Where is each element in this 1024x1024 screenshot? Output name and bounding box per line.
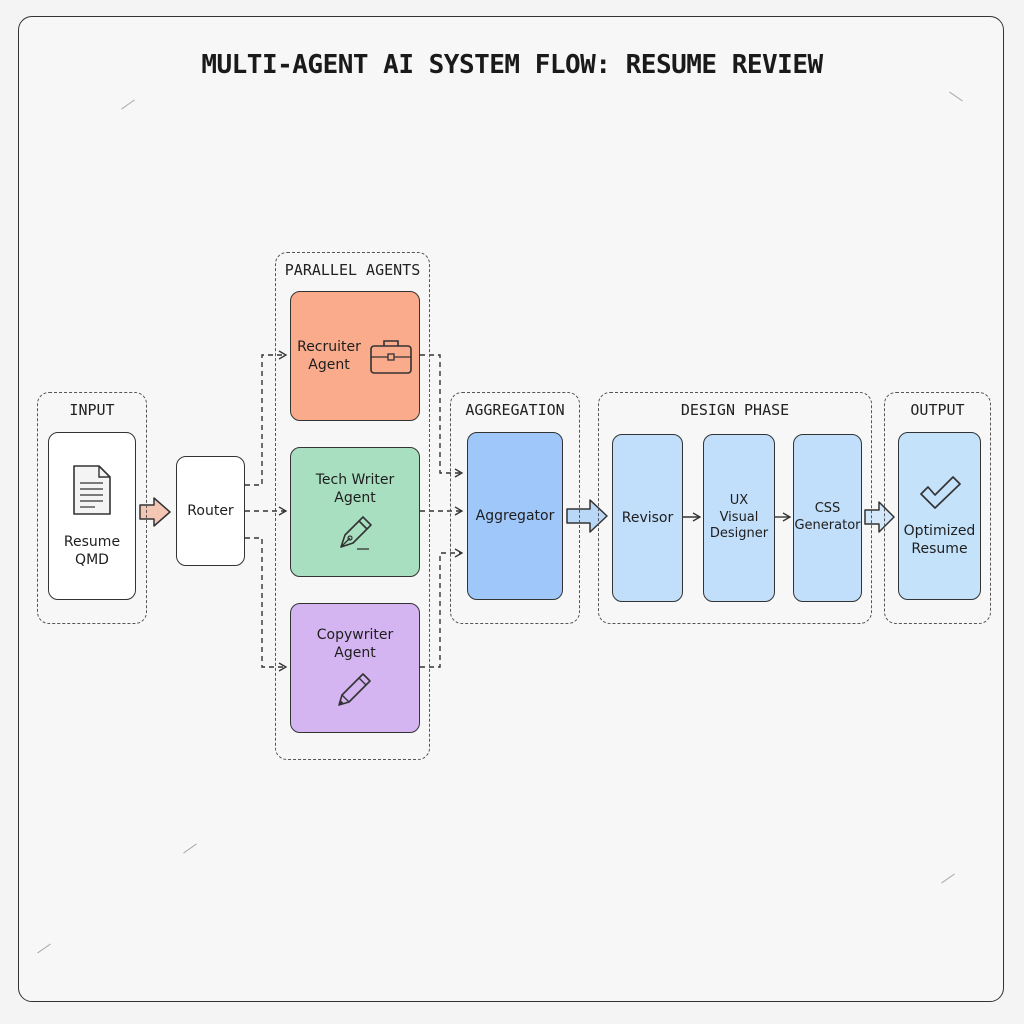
group-output: OUTPUT bbox=[884, 392, 991, 624]
node-resume-label: Resume QMD bbox=[63, 533, 121, 568]
group-aggregation: AGGREGATION bbox=[450, 392, 580, 624]
group-parallel-agents: PARALLEL AGENTS bbox=[275, 252, 430, 760]
connector-recruiter-aggregator bbox=[420, 354, 464, 478]
node-recruiter-label: Recruiter Agent bbox=[297, 338, 361, 373]
node-tech-writer-label: Tech Writer Agent bbox=[315, 471, 395, 506]
group-parallel-label: PARALLEL AGENTS bbox=[284, 261, 421, 279]
block-arrow-design-output bbox=[864, 501, 895, 533]
node-css-generator: CSS Generator bbox=[793, 434, 862, 602]
group-design-label: DESIGN PHASE bbox=[680, 401, 790, 419]
block-arrow-input-router bbox=[139, 497, 171, 527]
node-revisor: Revisor bbox=[612, 434, 683, 602]
checkmark-icon bbox=[918, 474, 962, 512]
diagram-title: MULTI-AGENT AI SYSTEM FLOW: RESUME REVIE… bbox=[201, 50, 823, 80]
node-tech-writer-agent: Tech Writer Agent bbox=[290, 447, 420, 577]
node-resume-qmd: Resume QMD bbox=[48, 432, 136, 600]
node-ux-label: UX Visual Designer bbox=[709, 492, 769, 542]
node-optimized-label: Optimized Resume bbox=[903, 522, 976, 557]
node-router: Router bbox=[176, 456, 245, 566]
node-aggregator: Aggregator bbox=[467, 432, 563, 600]
document-icon bbox=[71, 463, 113, 517]
briefcase-icon bbox=[369, 337, 413, 375]
node-copywriter-label: Copywriter Agent bbox=[316, 626, 394, 661]
group-output-label: OUTPUT bbox=[910, 401, 965, 419]
node-router-label: Router bbox=[187, 502, 234, 519]
node-optimized-resume: Optimized Resume bbox=[898, 432, 981, 600]
pencil-icon bbox=[334, 668, 376, 710]
connector-copywriter-aggregator bbox=[420, 548, 464, 668]
group-input: INPUT bbox=[37, 392, 147, 624]
node-aggregator-label: Aggregator bbox=[475, 507, 555, 524]
group-design-phase: DESIGN PHASE bbox=[598, 392, 872, 624]
node-recruiter-agent: Recruiter Agent bbox=[290, 291, 420, 421]
node-ux-visual-designer: UX Visual Designer bbox=[703, 434, 775, 602]
connector-router-recruiter bbox=[245, 350, 288, 486]
fountain-pen-icon bbox=[335, 513, 375, 553]
node-revisor-label: Revisor bbox=[621, 509, 674, 526]
group-aggregation-label: AGGREGATION bbox=[465, 401, 565, 419]
node-css-label: CSS Generator bbox=[794, 501, 861, 533]
group-input-label: INPUT bbox=[69, 401, 115, 419]
node-copywriter-agent: Copywriter Agent bbox=[290, 603, 420, 733]
connector-router-copywriter bbox=[245, 537, 288, 672]
